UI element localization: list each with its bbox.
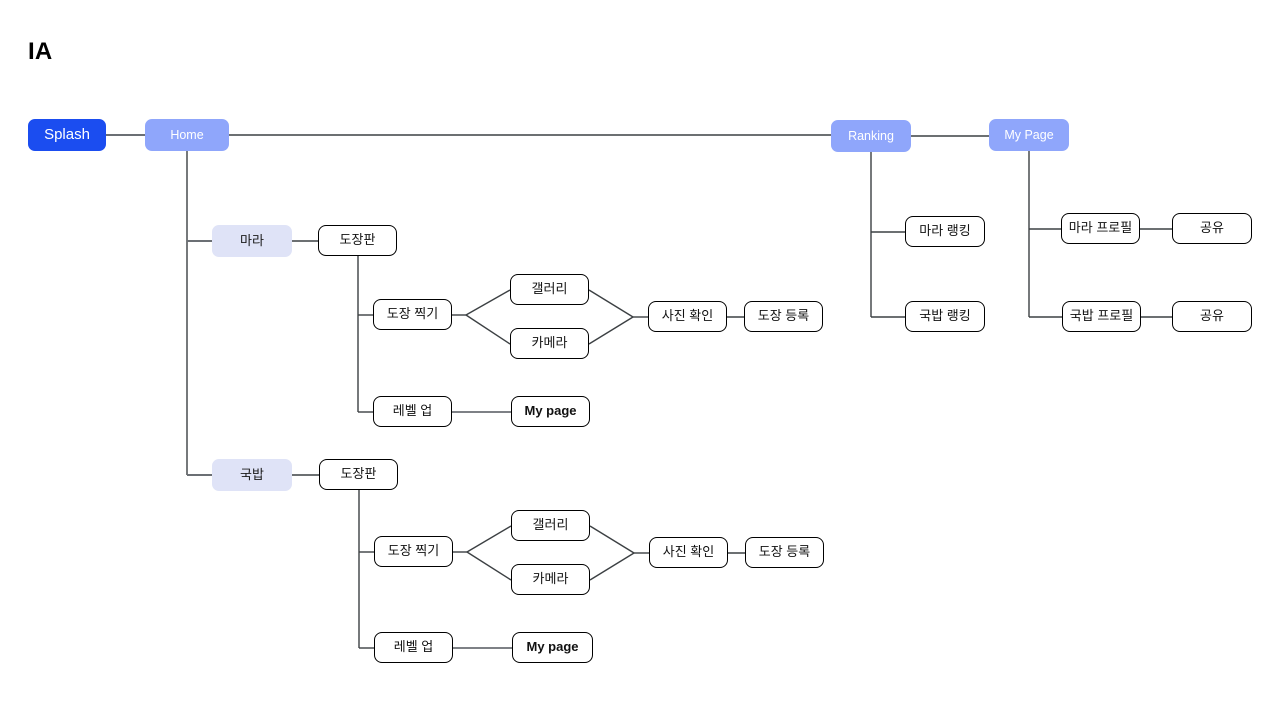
node-mala-camera[interactable]: 카메라: [510, 328, 589, 359]
node-gukbap-stamp-board[interactable]: 도장판: [319, 459, 398, 490]
edge-gukbap-stamp-camera: [466, 551, 512, 581]
node-gukbap-stamp-register[interactable]: 도장 등록: [745, 537, 824, 568]
node-gukbap-stamp-action[interactable]: 도장 찍기: [374, 536, 453, 567]
node-mala-level-up[interactable]: 레벨 업: [373, 396, 452, 427]
edge-mala-stamp-camera: [465, 314, 511, 345]
node-gukbap[interactable]: 국밥: [212, 459, 292, 491]
edge-gukbap-gallery-merge: [589, 525, 635, 554]
node-ranking[interactable]: Ranking: [831, 120, 911, 152]
node-ranking-mala[interactable]: 마라 랭킹: [905, 216, 985, 247]
node-gukbap-level-up[interactable]: 레벨 업: [374, 632, 453, 663]
node-mala-photo-confirm[interactable]: 사진 확인: [648, 301, 727, 332]
node-mala[interactable]: 마라: [212, 225, 292, 257]
node-share-mala[interactable]: 공유: [1172, 213, 1252, 244]
node-gukbap-my-page[interactable]: My page: [512, 632, 593, 663]
node-mala-my-page[interactable]: My page: [511, 396, 590, 427]
edge-gukbap-camera-merge: [589, 552, 635, 581]
edge-mala-gallery-merge: [588, 289, 634, 318]
node-my-page[interactable]: My Page: [989, 119, 1069, 151]
node-gukbap-photo-confirm[interactable]: 사진 확인: [649, 537, 728, 568]
edge-gukbap-stamp-gallery: [466, 525, 512, 553]
node-profile-mala[interactable]: 마라 프로필: [1061, 213, 1140, 244]
node-share-gukbap[interactable]: 공유: [1172, 301, 1252, 332]
node-home[interactable]: Home: [145, 119, 229, 151]
edge-mala-stamp-gallery: [465, 289, 511, 316]
node-gukbap-camera[interactable]: 카메라: [511, 564, 590, 595]
node-ranking-gukbap[interactable]: 국밥 랭킹: [905, 301, 985, 332]
node-mala-stamp-register[interactable]: 도장 등록: [744, 301, 823, 332]
edge-mala-camera-merge: [588, 316, 634, 345]
node-splash[interactable]: Splash: [28, 119, 106, 151]
page-title: IA: [28, 38, 53, 65]
node-mala-stamp-action[interactable]: 도장 찍기: [373, 299, 452, 330]
node-mala-stamp-board[interactable]: 도장판: [318, 225, 397, 256]
node-mala-gallery[interactable]: 갤러리: [510, 274, 589, 305]
node-gukbap-gallery[interactable]: 갤러리: [511, 510, 590, 541]
node-profile-gukbap[interactable]: 국밥 프로필: [1062, 301, 1141, 332]
